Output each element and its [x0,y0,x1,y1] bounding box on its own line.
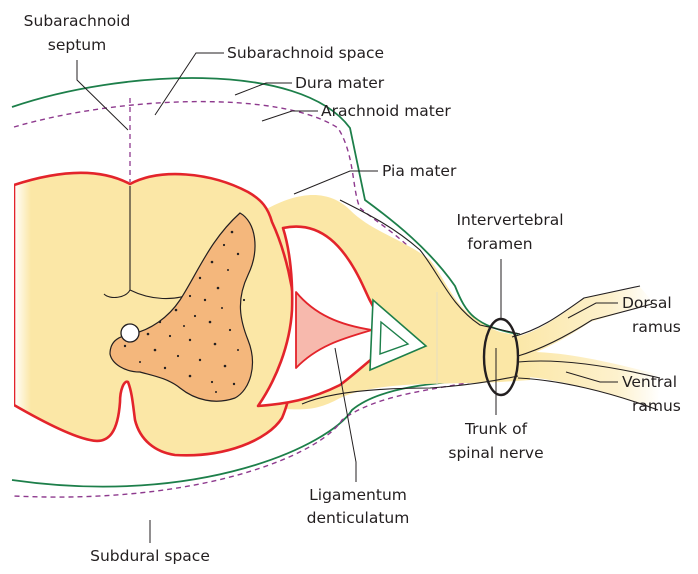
label-ligamentum-1: Ligamentum [309,486,407,504]
leader-subarachnoid-space [155,53,224,115]
label-ventral-1: Ventral [622,373,677,391]
label-ventral-2: ramus [632,397,681,415]
label-dorsal-1: Dorsal [622,294,672,312]
label-intervertebral-1: Intervertebral [456,211,563,229]
label-intervertebral-2: foramen [467,235,532,253]
label-subdural-space: Subdural space [90,547,210,565]
label-pia-mater: Pia mater [382,162,457,180]
spinal-cord [14,173,296,455]
label-subarachnoid-space: Subarachnoid space [227,44,384,62]
label-ligamentum-2: denticulatum [307,509,410,527]
leader-septum [77,60,128,130]
label-subarachnoid-septum-1: Subarachnoid [24,12,131,30]
label-trunk-2: spinal nerve [448,444,543,462]
label-dorsal-2: ramus [632,318,681,336]
label-subarachnoid-septum-2: septum [48,36,106,54]
label-trunk-1: Trunk of [464,420,528,438]
leader-pia-mater [294,171,378,194]
label-dura-mater: Dura mater [295,74,385,92]
leader-arachnoid [262,111,318,121]
central-canal [121,324,139,342]
label-arachnoid-mater: Arachnoid mater [321,102,451,120]
